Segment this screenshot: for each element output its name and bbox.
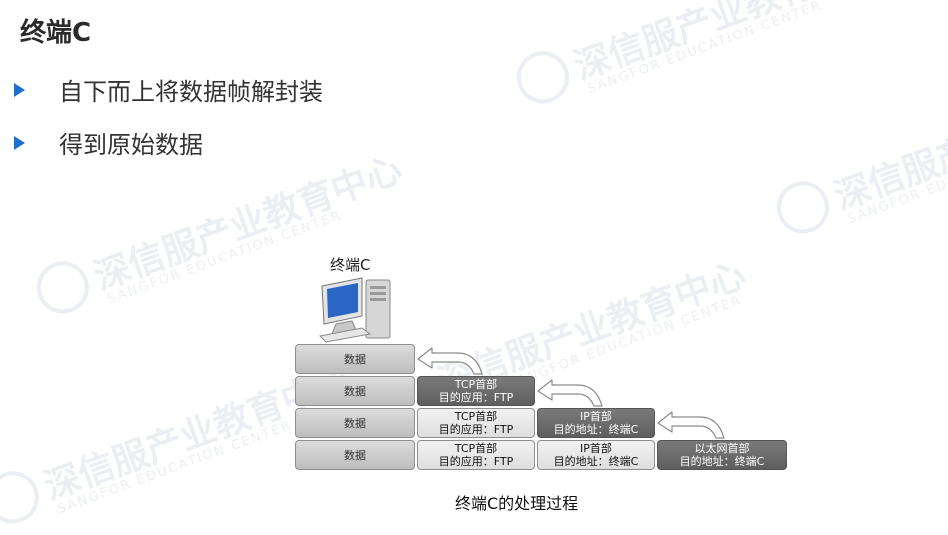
data-cell: 数据 — [295, 344, 415, 374]
page-title: 终端C — [20, 18, 92, 48]
pc-label: 终端C — [330, 256, 371, 274]
data-cell: 数据 — [295, 408, 415, 438]
curved-arrow-icon — [657, 411, 725, 439]
curved-arrow-icon — [537, 379, 603, 407]
arrow-right-icon — [14, 135, 25, 150]
data-cell: 数据 — [295, 440, 415, 470]
tcp-header-cell: TCP首部目的应用：FTP — [417, 440, 535, 470]
bullet-item: 自下而上将数据帧解封装 — [10, 72, 323, 107]
computer-icon — [318, 277, 391, 343]
arrow-right-icon — [14, 82, 25, 97]
curved-arrow-icon — [417, 347, 483, 375]
tcp-header-cell: TCP首部目的应用：FTP — [417, 376, 535, 406]
diagram-caption: 终端C的处理过程 — [455, 494, 579, 513]
ethernet-header-cell: 以太网首部目的地址：终端C — [657, 440, 787, 470]
ip-header-cell: IP首部目的地址：终端C — [537, 440, 655, 470]
tcp-header-cell: TCP首部目的应用：FTP — [417, 408, 535, 438]
ip-header-cell: IP首部目的地址：终端C — [537, 408, 655, 438]
data-cell: 数据 — [295, 376, 415, 406]
bullet-item: 得到原始数据 — [10, 125, 203, 160]
